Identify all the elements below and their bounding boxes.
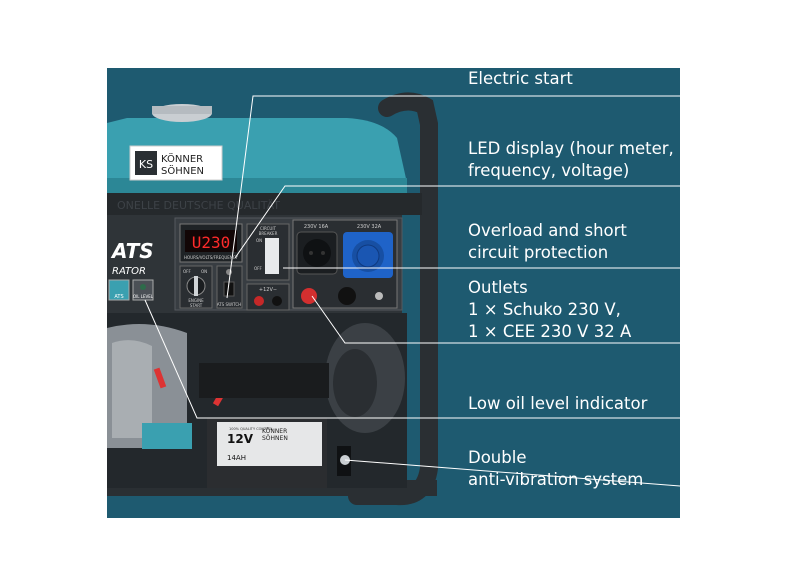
model-subtext: RATOR — [112, 266, 146, 277]
feature-outlets: Outlets 1 × Schuko 230 V, 1 × CEE 230 V … — [468, 277, 631, 343]
feature-panel: KS KÖNNER SÖHNEN ONELLE DEUTSCHE QUALITÄ… — [107, 68, 680, 518]
brand-line-2: SÖHNEN — [161, 164, 204, 177]
brand-line-1: KÖNNER — [161, 152, 203, 165]
feature-line: circuit protection — [468, 243, 609, 262]
feature-line: 1 × Schuko 230 V, — [468, 300, 621, 319]
generator-photo: KS KÖNNER SÖHNEN ONELLE DEUTSCHE QUALITÄ… — [107, 68, 680, 518]
switch-off-label: OFF — [183, 269, 191, 274]
led-readout: U230 — [192, 233, 231, 252]
feature-anti-vibration: Double anti-vibration system — [468, 447, 643, 491]
feature-overload-protection: Overload and short circuit protection — [468, 220, 627, 264]
battery: 12V 14AH 100% QUALITY CONTROL KÖNNER SÖH… — [199, 363, 329, 488]
outlet-1-label: 230V 16A — [304, 224, 329, 230]
feature-line: Double — [468, 448, 527, 467]
reset-button — [301, 288, 317, 304]
feature-low-oil-indicator: Low oil level indicator — [468, 393, 647, 415]
battery-quality-seal: 100% QUALITY CONTROL — [229, 427, 273, 431]
feature-line: Low oil level indicator — [468, 394, 648, 413]
display-caption: HOURS/VOLTS/FREQUENCY — [184, 255, 238, 260]
brand-mark: KS — [139, 158, 153, 171]
led-display — [185, 230, 237, 252]
model-text: ATS — [110, 239, 154, 263]
ats-button — [108, 279, 130, 301]
feature-electric-start: Electric start — [468, 68, 573, 90]
circuit-breaker — [265, 238, 279, 274]
ats-switch-label: ATS SWITCH — [217, 302, 241, 307]
engine-switch-label: ENGINE — [188, 298, 204, 303]
oil-indicator-label: OIL LEVEL — [133, 294, 154, 299]
feature-line: frequency, voltage) — [468, 161, 630, 180]
battery-capacity: 14AH — [227, 454, 246, 462]
brand-logo: KS KÖNNER SÖHNEN — [129, 145, 223, 181]
feature-led-display: LED display (hour meter, frequency, volt… — [468, 138, 674, 182]
battery-brand-2: SÖHNEN — [262, 435, 288, 442]
switch-on-label: ON — [201, 269, 207, 274]
ats-button-label: ATS — [114, 294, 123, 300]
feature-line: LED display (hour meter, — [468, 139, 674, 158]
callout-lines — [144, 95, 680, 487]
breaker-label-1: CIRCUIT — [260, 226, 276, 231]
outlet-2-label: 230V 32A — [357, 224, 382, 230]
dc-label: +12V− — [259, 287, 277, 293]
feature-line: 1 × CEE 230 V 32 A — [468, 322, 632, 341]
breaker-on-label: ON — [256, 238, 262, 243]
dc-positive-terminal — [254, 296, 264, 306]
feature-line: Electric start — [468, 69, 573, 88]
breaker-off-label: OFF — [254, 266, 262, 271]
feature-line: Outlets — [468, 278, 528, 297]
feature-line: anti-vibration system — [468, 470, 644, 489]
battery-voltage: 12V — [227, 432, 254, 446]
feature-line: Overload and short — [468, 221, 627, 240]
dc-negative-terminal — [272, 296, 282, 306]
battery-brand-1: KÖNNER — [262, 428, 287, 435]
switch-start-label: START — [190, 303, 203, 308]
ground-terminal — [338, 287, 356, 305]
embossed-strip-text: ONELLE DEUTSCHE QUALITÄT — [117, 199, 280, 212]
breaker-label-2: BREAKER — [259, 231, 278, 236]
